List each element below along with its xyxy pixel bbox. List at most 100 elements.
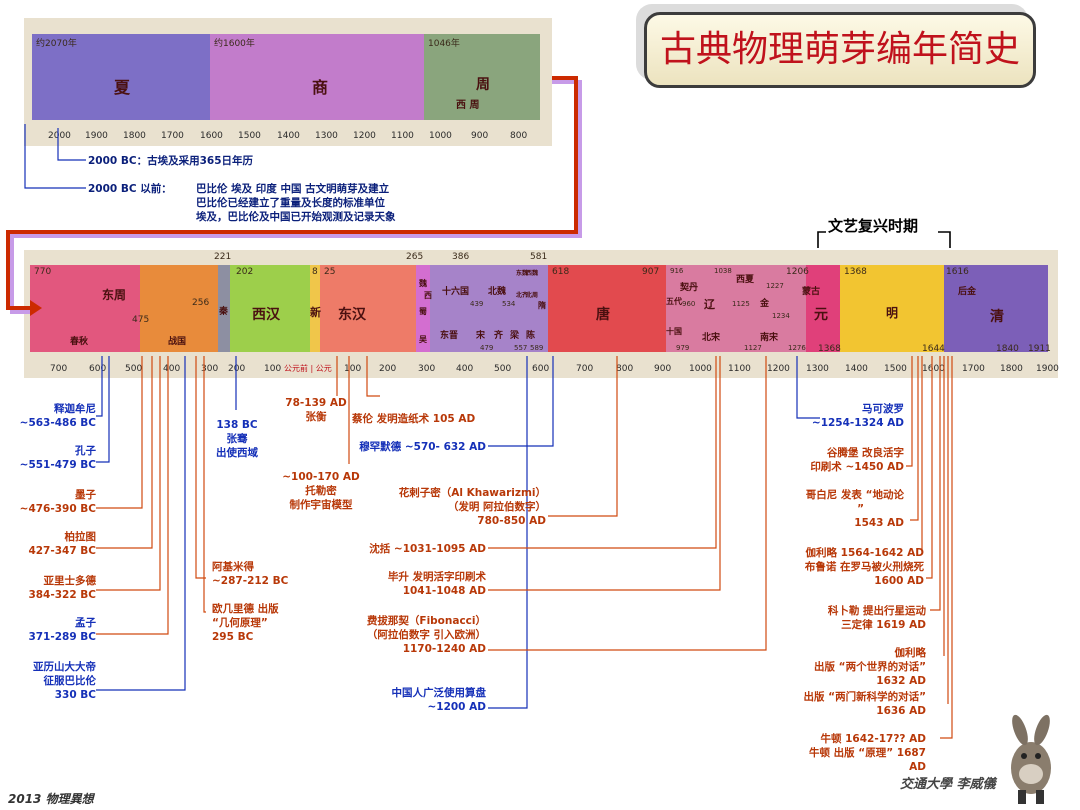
wu-label: 吴 xyxy=(419,335,427,344)
year-label: 581 xyxy=(530,252,548,262)
year-label: 25 xyxy=(324,267,336,277)
note-khawarizmi: 花剌子密（Al Khawarizmi）（发明 阿拉伯数字）780-850 AD xyxy=(398,487,546,527)
note-galileo-dialogue: 伽利略出版 “两个世界的对话”1632 AD xyxy=(814,647,926,687)
note-gutenberg: 谷腾堡 改良活字印刷术 ~1450 AD xyxy=(810,447,904,473)
bottom-tick: 300 xyxy=(201,364,219,374)
year-label: 1616 xyxy=(946,267,969,277)
year-label: 256 xyxy=(192,298,210,308)
top-tick: 2000 xyxy=(48,131,71,141)
footer-right: 交通大學 李威儀 xyxy=(900,777,996,792)
bottom-tick: 1100 xyxy=(728,364,751,374)
bottom-tick: 400 xyxy=(163,364,181,374)
top-tick: 1400 xyxy=(277,131,300,141)
bottom-tick: 1700 xyxy=(962,364,985,374)
nanbeichao-segment xyxy=(430,265,548,352)
top-tick: 1200 xyxy=(353,131,376,141)
title-box: 古典物理萌芽编年简史 xyxy=(644,12,1036,88)
footer-left: 2013 物理異想 xyxy=(8,792,94,806)
shang-label: 商 xyxy=(312,78,329,97)
xixia-label: 西夏 xyxy=(736,275,755,285)
beisong-label: 北宋 xyxy=(702,333,721,343)
bottom-tick: 100 xyxy=(264,364,282,374)
year-label: 475 xyxy=(132,315,150,325)
liao-label: 辽 xyxy=(704,298,715,311)
shiguo-label: 十国 xyxy=(666,327,682,336)
xia-label: 夏 xyxy=(114,78,131,97)
year-label: 1911 xyxy=(1028,344,1051,354)
xia-segment xyxy=(32,34,210,120)
xihan-segment xyxy=(230,265,310,352)
zhanguo-segment xyxy=(140,265,218,352)
xijin-label: 西 xyxy=(424,291,432,300)
year-label: 439 xyxy=(470,300,484,308)
note-pre-2000-line: 巴比伦已经建立了重量及长度的标准单位 xyxy=(196,197,385,209)
year-label: 479 xyxy=(480,344,494,352)
bottom-tick: 100 xyxy=(344,364,362,374)
year-label: 589 xyxy=(530,344,544,352)
top-tick: 1000 xyxy=(429,131,452,141)
xia-date: 约2070年 xyxy=(36,39,77,49)
bottom-tick: 700 xyxy=(50,364,68,374)
year-label: 8 xyxy=(312,267,318,277)
note-pre-2000-line: 巴比伦 埃及 印度 中国 古文明萌芽及建立 xyxy=(196,183,390,195)
bottom-tick: 1400 xyxy=(845,364,868,374)
houjin-label: 后金 xyxy=(958,287,977,297)
ming-label: 明 xyxy=(886,306,899,320)
qin-label: 秦 xyxy=(219,307,229,317)
xihan-label: 西汉 xyxy=(252,307,280,323)
note-shenkuo: 沈括 ~1031-1095 AD xyxy=(369,543,486,555)
bottom-tick: 600 xyxy=(532,364,550,374)
top-tick: 1600 xyxy=(200,131,223,141)
year-label: 960 xyxy=(682,300,696,308)
nansong-label: 南宋 xyxy=(760,333,779,343)
wudai-label: 五代 xyxy=(666,297,682,306)
year-label: 1368 xyxy=(844,267,867,277)
zhou-date: 1046年 xyxy=(428,39,460,49)
year-label: 1125 xyxy=(732,300,750,308)
year-label: 1127 xyxy=(744,344,762,352)
top-leaders xyxy=(24,124,86,189)
year-label: 386 xyxy=(452,252,470,262)
shang-date: 约1600年 xyxy=(214,39,255,49)
beiqi-label: 北齐 xyxy=(516,292,529,299)
year-label: 221 xyxy=(214,252,232,262)
bottom-tick: 400 xyxy=(456,364,474,374)
note-pre-2000-line: 埃及，巴比伦及中国已开始观测及记录天象 xyxy=(196,211,396,223)
note-muhammad: 穆罕默德 ~570- 632 AD xyxy=(359,441,486,453)
note-fibonacci: 费拔那契（Fibonacci）（阿拉伯数字 引入欧洲）1170-1240 AD xyxy=(366,615,486,655)
top-tick: 1700 xyxy=(161,131,184,141)
top-tick: 900 xyxy=(471,131,489,141)
zhou-segment xyxy=(424,34,540,120)
year-label: 1206 xyxy=(786,267,809,277)
top-tick: 1500 xyxy=(238,131,261,141)
year-label: 618 xyxy=(552,267,570,277)
top-timeline-band: 约2070年 约1600年 1046年 夏 商 周 西 周 2000 1900 … xyxy=(24,18,552,146)
note-egypt-calendar: 2000 BC：古埃及采用365日年历 xyxy=(88,155,254,167)
dongzhou-segment xyxy=(30,265,140,352)
year-label: 979 xyxy=(676,344,690,352)
year-label: 907 xyxy=(642,267,660,277)
bc-ad-marker: 公元前 | 公元 xyxy=(284,364,332,373)
bottom-tick: 1200 xyxy=(767,364,790,374)
year-label: 916 xyxy=(670,267,684,275)
bottom-tick: 1600 xyxy=(922,364,945,374)
dongjin-label: 东晋 xyxy=(440,331,459,341)
xin-label: 新 xyxy=(310,306,321,319)
note-cailun: 蔡伦 发明造纸术 105 AD xyxy=(352,413,476,425)
song-south-label: 宋 xyxy=(476,331,486,341)
liang-label: 梁 xyxy=(510,331,520,341)
sui-label: 隋 xyxy=(538,301,546,310)
blue-leaders xyxy=(96,356,820,709)
year-label: 202 xyxy=(236,267,254,277)
year-label: 1038 xyxy=(714,267,732,275)
xin-segment xyxy=(310,265,320,352)
beiwei-label: 北魏 xyxy=(488,287,507,297)
year-label: 1234 xyxy=(772,312,790,320)
